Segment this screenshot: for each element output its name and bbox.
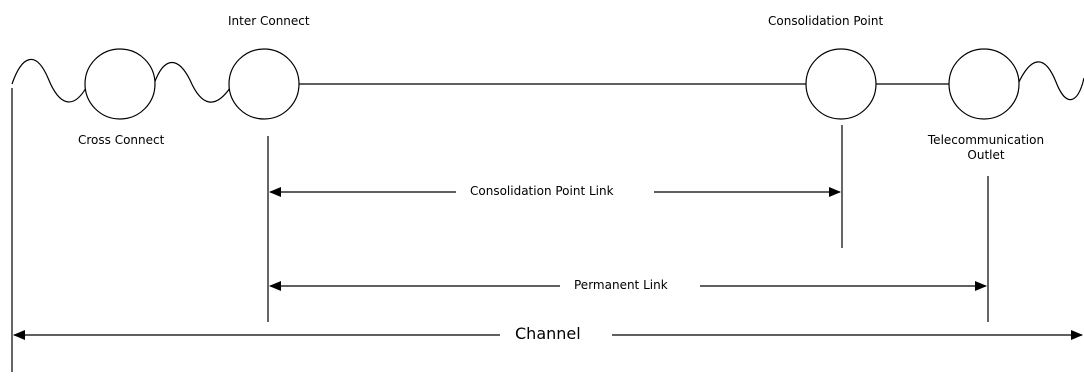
- permanent-link-label: Permanent Link: [574, 278, 668, 293]
- cable-wave-right: [1017, 61, 1084, 101]
- cable-wave-left: [11, 58, 87, 103]
- consolidation-point-label: Consolidation Point: [768, 14, 884, 29]
- cross-connect-label: Cross Connect: [78, 133, 165, 147]
- inter-connect-circle: [228, 48, 300, 120]
- cable-wave-middle: [153, 61, 231, 103]
- telecom-outlet-label-line1: Telecommunication: [927, 133, 1045, 147]
- consolidation-point-link-label: Consolidation Point Link: [470, 184, 614, 199]
- cross-connect-circle: [84, 48, 156, 120]
- telecom-outlet-label-line2: Outlet: [967, 148, 1005, 162]
- inter-connect-label: Inter Connect: [228, 14, 310, 29]
- telecom-outlet-label: Telecommunication Outlet: [914, 133, 1058, 163]
- channel-label: Channel: [515, 324, 581, 343]
- consolidation-point-circle: [805, 48, 877, 120]
- telecom-outlet-circle: [948, 48, 1020, 120]
